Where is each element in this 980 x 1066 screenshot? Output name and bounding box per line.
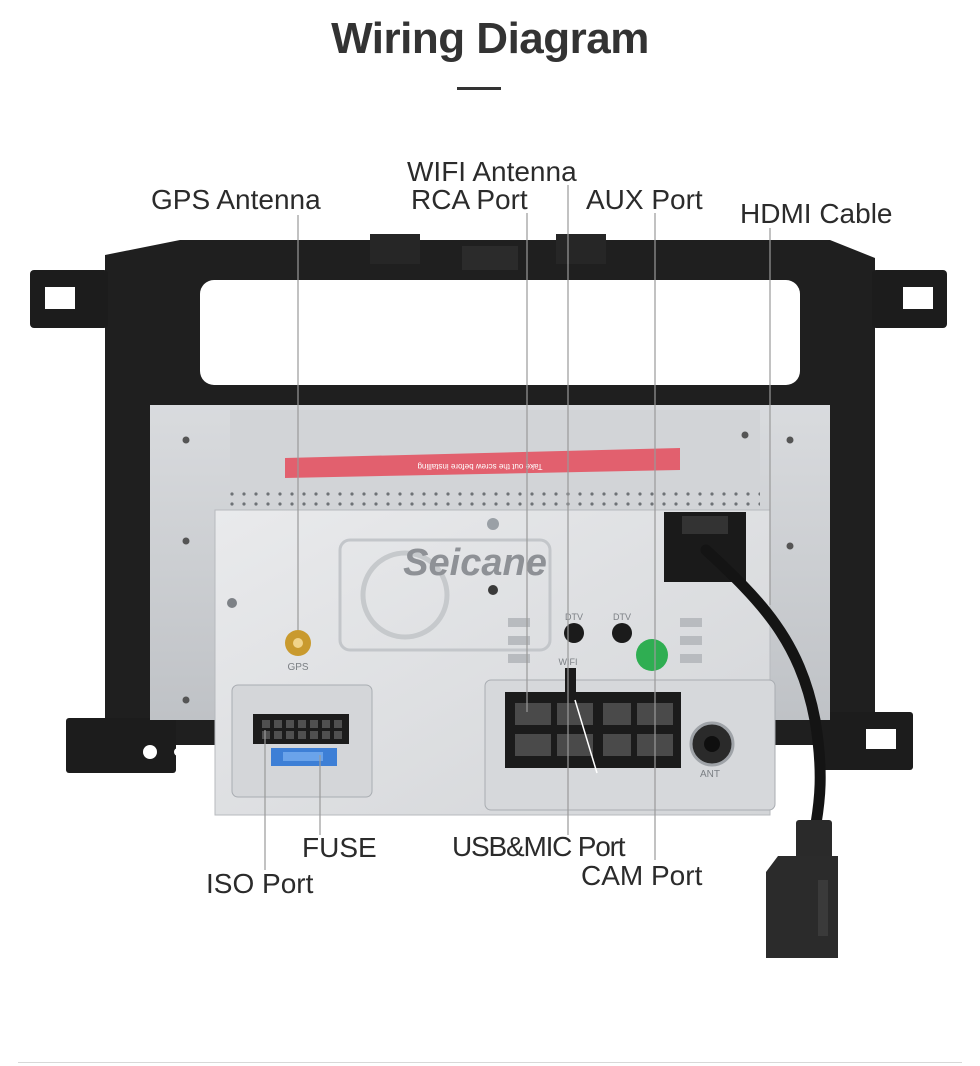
warning-sticker xyxy=(285,448,680,478)
gps-marking: GPS xyxy=(287,662,308,673)
label-iso-port: ISO Port xyxy=(206,868,314,899)
wifi-connector-icon xyxy=(565,668,576,700)
label-wifi-antenna: WIFI Antenna xyxy=(407,156,577,187)
dtv-marking-1: DTV xyxy=(565,612,583,622)
rca-usb-cam-panel: DTV DTV WIFI ANT xyxy=(484,612,776,811)
title-underline xyxy=(457,87,501,90)
ant-marking: ANT xyxy=(700,769,720,780)
label-usb-mic-port: USB&MIC Port xyxy=(452,831,626,862)
footer-divider xyxy=(18,1062,962,1063)
hdmi-cable xyxy=(664,512,838,958)
label-hdmi-cable: HDMI Cable xyxy=(740,198,893,229)
aux-sticker-icon xyxy=(636,639,668,671)
iso-fuse-panel: GPS xyxy=(231,630,373,798)
label-fuse: FUSE xyxy=(302,832,377,863)
sticker-text: Take out the screw before installing xyxy=(418,462,543,471)
dtv-marking-2: DTV xyxy=(613,612,631,622)
label-gps-antenna: GPS Antenna xyxy=(151,184,321,215)
label-rca-port: RCA Port xyxy=(411,184,528,215)
label-cam-port: CAM Port xyxy=(581,860,703,891)
brand-watermark: Seicane xyxy=(403,542,547,584)
leader-lines xyxy=(264,185,771,870)
label-aux-port: AUX Port xyxy=(586,184,703,215)
page-title: Wiring Diagram xyxy=(331,14,649,63)
